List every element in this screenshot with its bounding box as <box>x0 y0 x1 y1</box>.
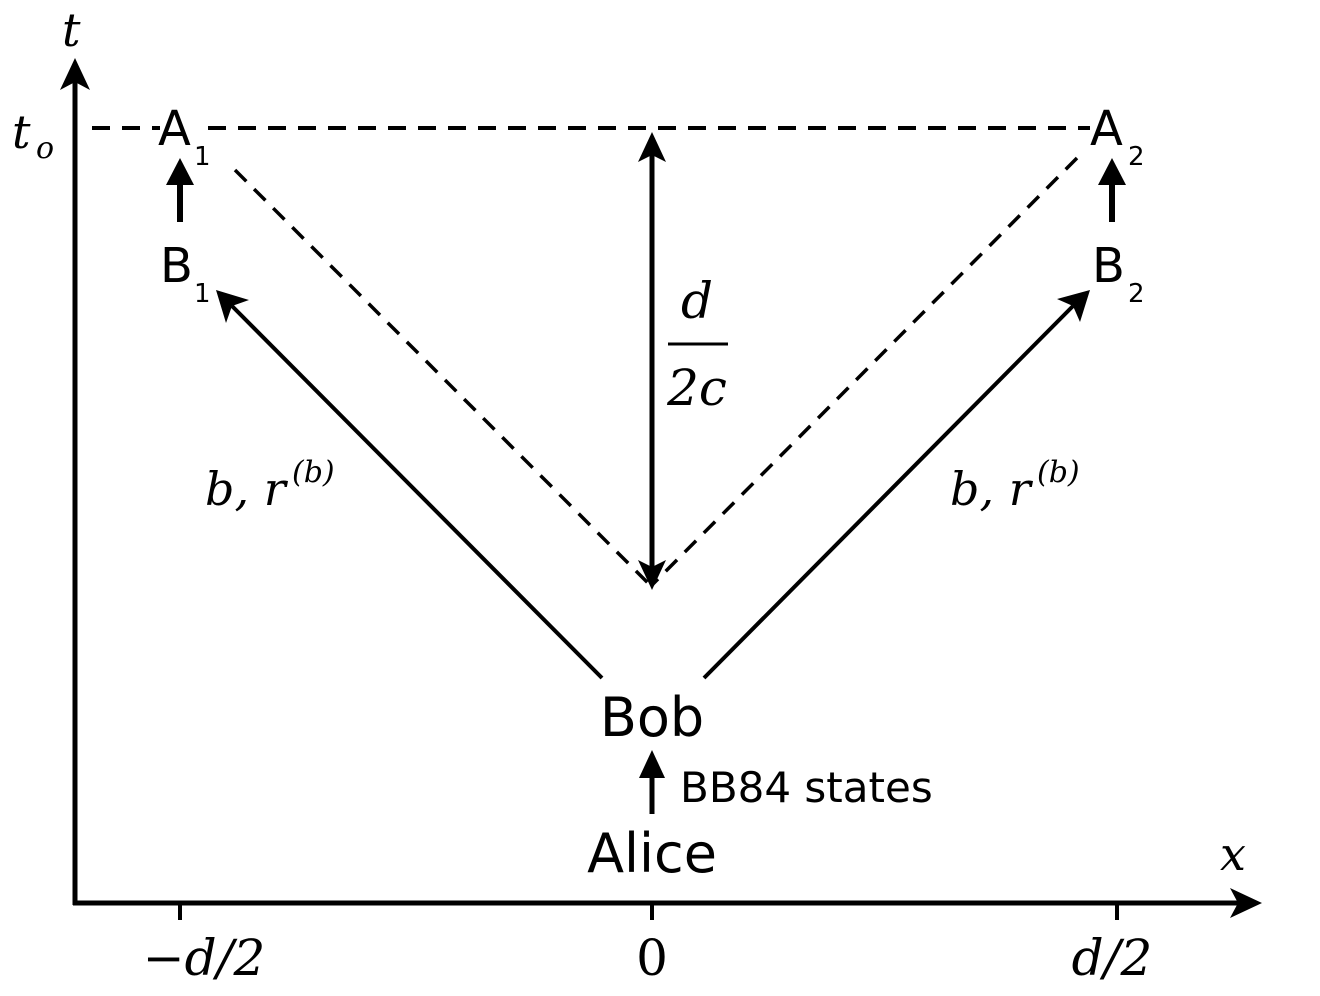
node-A2: A <box>1090 101 1123 157</box>
node-B2-sub: 2 <box>1128 279 1145 309</box>
node-A2-sub: 2 <box>1128 142 1145 172</box>
right-edge-sup: (b) <box>1037 455 1080 490</box>
t-axis-label: t <box>62 3 81 57</box>
left-edge-sup: (b) <box>292 455 335 490</box>
signal-to-B2-arrowhead <box>1057 290 1090 322</box>
delay-arrow-top-head <box>638 132 666 162</box>
x-axis-label: x <box>1220 827 1246 881</box>
node-B1: B <box>160 238 193 294</box>
delay-numerator: d <box>681 272 713 330</box>
x-axis-arrowhead <box>1230 888 1262 918</box>
node-A1-sub: 1 <box>194 142 211 172</box>
signal-to-B1 <box>230 304 604 680</box>
alice-to-bob-arrowhead <box>639 750 665 778</box>
B1-to-A1-arrowhead <box>166 158 194 185</box>
bb84-label: BB84 states <box>680 763 933 812</box>
delay-denominator: 2c <box>666 359 727 417</box>
delay-arrow-bottom-head <box>638 560 666 590</box>
t0-label: t <box>12 105 31 159</box>
t-axis-arrowhead <box>60 58 90 90</box>
node-alice: Alice <box>587 822 717 885</box>
signal-to-B2 <box>702 304 1075 680</box>
node-A1: A <box>158 101 191 157</box>
node-bob: Bob <box>600 686 704 749</box>
right-edge-label: b, r <box>950 462 1034 516</box>
node-B1-sub: 1 <box>194 279 211 309</box>
t0-label-sub: o <box>36 131 54 166</box>
signal-to-B1-arrowhead <box>216 290 249 323</box>
left-edge-label: b, r <box>205 462 289 516</box>
tick-label-center: 0 <box>636 929 668 987</box>
B2-to-A2-arrowhead <box>1098 158 1126 185</box>
dashed-right-diagonal <box>650 156 1079 587</box>
dashed-left-diagonal <box>233 168 652 587</box>
tick-label-left: −d/2 <box>143 929 266 987</box>
node-B2: B <box>1092 238 1125 294</box>
tick-label-right: d/2 <box>1072 929 1153 987</box>
